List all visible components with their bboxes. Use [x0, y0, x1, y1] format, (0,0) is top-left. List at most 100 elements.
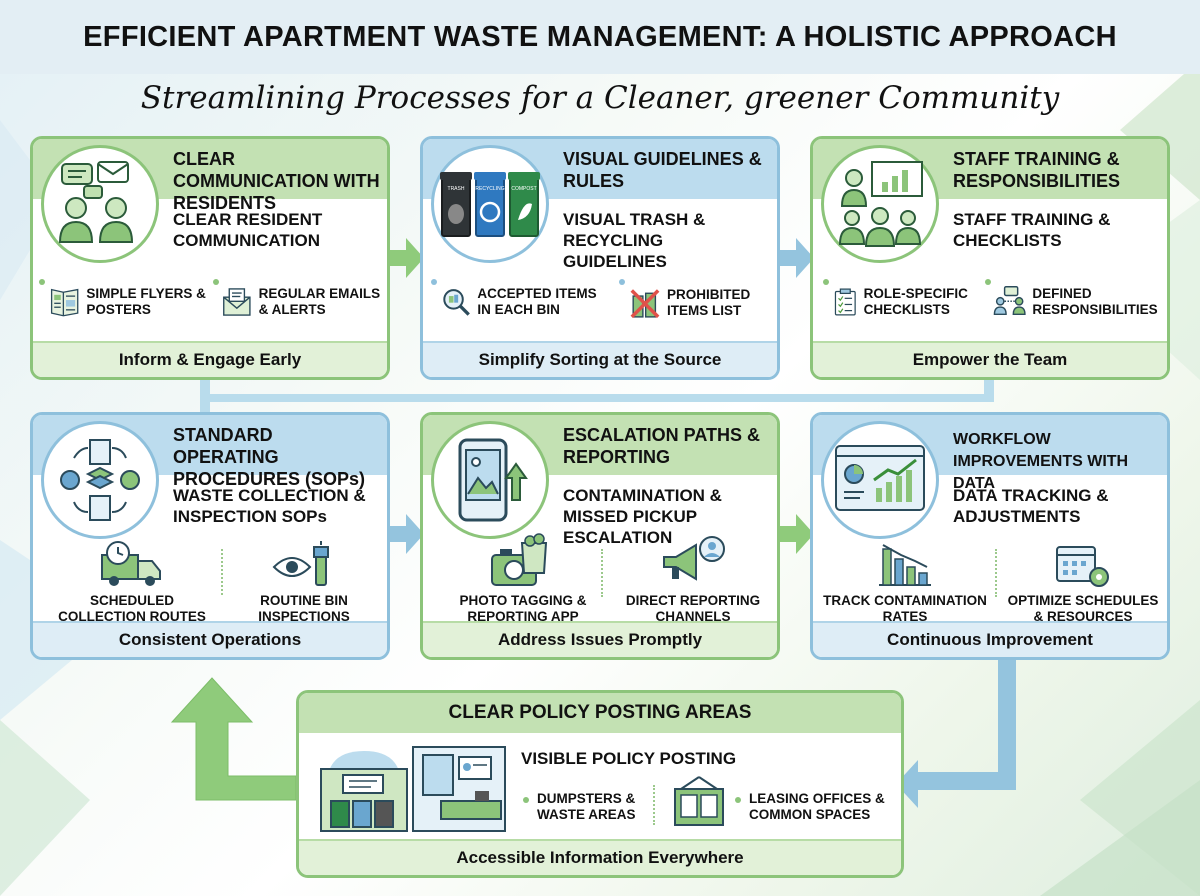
list-item: SCHEDULED COLLECTION ROUTES: [47, 539, 217, 625]
phone-upload-icon: [431, 421, 549, 539]
item-label: ROLE-SPECIFIC CHECKLISTS: [863, 286, 968, 317]
bullet-dot: [523, 797, 529, 803]
bin-label-compost: COMPOST: [511, 186, 536, 192]
divider: [601, 549, 603, 597]
card-subheading: CONTAMINATION & MISSED PICKUP ESCALATION: [563, 486, 722, 547]
card-title: CLEAR POLICY POSTING AREAS: [448, 702, 752, 723]
item-label: SIMPLE FLYERS & POSTERS: [86, 286, 206, 317]
page-title: EFFICIENT APARTMENT WASTE MANAGEMENT: A …: [0, 0, 1200, 74]
arrow-bottom-to-card4: [170, 677, 297, 801]
collection-truck-icon: [101, 541, 161, 586]
card-subheading: VISIBLE POLICY POSTING: [521, 749, 737, 768]
card-title: STANDARD OPERATING PROCEDURES (SOPs): [173, 425, 366, 489]
flyer-icon: [50, 288, 79, 317]
item-label: DEFINED RESPONSIBILITIES: [1032, 286, 1158, 317]
bin-label-recycling: RECYCLING: [475, 186, 504, 192]
card-subheading: WASTE COLLECTION & INSPECTION SOPs: [173, 486, 366, 526]
arrow-card5-to-card6: [778, 514, 814, 554]
notice-board-icon: [674, 776, 724, 826]
card-title: STAFF TRAINING & RESPONSIBILITIES: [953, 149, 1121, 191]
bullet-dot: [985, 279, 991, 285]
residents-chat-icon: [41, 145, 159, 263]
item-label: PHOTO TAGGING & REPORTING APP: [459, 593, 587, 624]
dashboard-chart-icon: [821, 421, 939, 539]
card-footer: Simplify Sorting at the Source: [423, 341, 777, 377]
card-clear-communication: CLEAR COMMUNICATION WITH RESIDENTS CLEAR…: [30, 136, 390, 380]
list-item: PHOTO TAGGING & REPORTING APP: [443, 533, 603, 625]
card-visual-guidelines: TRASH RECYCLING COMPOST VISUAL GUIDELINE…: [420, 136, 780, 380]
item-label: ROUTINE BIN INSPECTIONS: [258, 593, 350, 624]
item-label: ACCEPTED ITEMS IN EACH BIN: [477, 286, 597, 317]
card-policy-posting: CLEAR POLICY POSTING AREAS VISIBLE POLIC…: [296, 690, 904, 878]
email-icon: [223, 288, 251, 316]
team-roles-icon: [993, 286, 1026, 316]
calendar-gear-icon: [1056, 546, 1109, 587]
item-label: DUMPSTERS & WASTE AREAS: [537, 791, 636, 822]
card-subheading: STAFF TRAINING & CHECKLISTS: [953, 210, 1111, 250]
camera-bin-icon: [491, 533, 548, 586]
card-title: WORKFLOW IMPROVEMENTS WITH DATA: [953, 431, 1129, 492]
eye-flashlight-icon: [272, 541, 329, 586]
card-title: ESCALATION PATHS & REPORTING: [563, 425, 760, 467]
checklist-icon: [834, 288, 856, 316]
declining-bar-chart-icon: [879, 544, 931, 586]
card-sops: STANDARD OPERATING PROCEDURES (SOPs) WAS…: [30, 412, 390, 660]
arrow-card4-to-card5: [388, 514, 424, 554]
list-item: REGULAR EMAILS & ALERTS: [221, 279, 391, 325]
card-footer: Inform & Engage Early: [33, 341, 387, 377]
list-item: DEFINED RESPONSIBILITIES: [993, 279, 1169, 325]
waste-bins-icon: TRASH RECYCLING COMPOST: [431, 145, 549, 263]
item-label: SCHEDULED COLLECTION ROUTES: [58, 593, 206, 624]
bullet-dot: [735, 797, 741, 803]
divider: [221, 549, 223, 595]
card-title: VISUAL GUIDELINES & RULES: [563, 149, 762, 191]
prohibited-items-icon: [630, 289, 660, 319]
card-subheading: DATA TRACKING & ADJUSTMENTS: [953, 486, 1109, 526]
list-item: OPTIMIZE SCHEDULES & RESOURCES: [1003, 539, 1163, 625]
card-footer: Continuous Improvement: [813, 621, 1167, 657]
list-item: SIMPLE FLYERS & POSTERS: [49, 279, 209, 325]
staff-training-icon: [821, 145, 939, 263]
bullet-dot: [431, 279, 437, 285]
magnifier-icon: [443, 289, 470, 316]
card-title: CLEAR COMMUNICATION WITH RESIDENTS: [173, 149, 380, 213]
arrow-card1-to-card2: [388, 238, 424, 278]
list-item: DIRECT REPORTING CHANNELS: [613, 533, 773, 625]
page-subtitle: Streamlining Processes for a Cleaner, gr…: [140, 80, 1060, 116]
item-label: PROHIBITED ITEMS LIST: [666, 287, 751, 318]
row-connector-line: [200, 380, 994, 416]
list-item: TRACK CONTAMINATION RATES: [817, 539, 993, 625]
bin-label-trash: TRASH: [448, 186, 465, 192]
bullet-dot: [39, 279, 45, 285]
card-staff-training: STAFF TRAINING & RESPONSIBILITIES STAFF …: [810, 136, 1170, 380]
card-workflow-data: WORKFLOW IMPROVEMENTS WITH DATA DATA TRA…: [810, 412, 1170, 660]
leasing-office-icon: [412, 746, 506, 832]
bullet-dot: [619, 279, 625, 285]
arrow-card2-to-card3: [778, 238, 814, 278]
card-footer: Accessible Information Everywhere: [299, 839, 901, 875]
divider: [653, 785, 655, 825]
card-header-bar: CLEAR POLICY POSTING AREAS: [299, 693, 901, 733]
card-footer: Consistent Operations: [33, 621, 387, 657]
list-item: ROUTINE BIN INSPECTIONS: [229, 539, 379, 625]
list-item: ROLE-SPECIFIC CHECKLISTS: [833, 279, 983, 325]
sop-cycle-icon: [41, 421, 159, 539]
card-footer: Empower the Team: [813, 341, 1167, 377]
bullet-dot: [213, 279, 219, 285]
item-label: REGULAR EMAILS & ALERTS: [258, 286, 381, 317]
list-item: PROHIBITED ITEMS LIST: [629, 279, 779, 327]
card-footer: Address Issues Promptly: [423, 621, 777, 657]
card-subheading: CLEAR RESIDENT COMMUNICATION: [173, 210, 323, 250]
item-label: DIRECT REPORTING CHANNELS: [625, 593, 761, 624]
card-subheading: VISUAL TRASH & RECYCLING GUIDELINES: [563, 210, 706, 271]
megaphone-icon: [663, 536, 725, 581]
arrow-card6-to-bottom: [896, 660, 1016, 808]
divider: [995, 549, 997, 597]
item-label: TRACK CONTAMINATION RATES: [823, 593, 987, 624]
item-label: LEASING OFFICES & COMMON SPACES: [749, 791, 885, 822]
dumpster-area-icon: [320, 751, 408, 832]
card-escalation: ESCALATION PATHS & REPORTING CONTAMINATI…: [420, 412, 780, 660]
list-item: ACCEPTED ITEMS IN EACH BIN: [441, 279, 613, 325]
bullet-dot: [823, 279, 829, 285]
